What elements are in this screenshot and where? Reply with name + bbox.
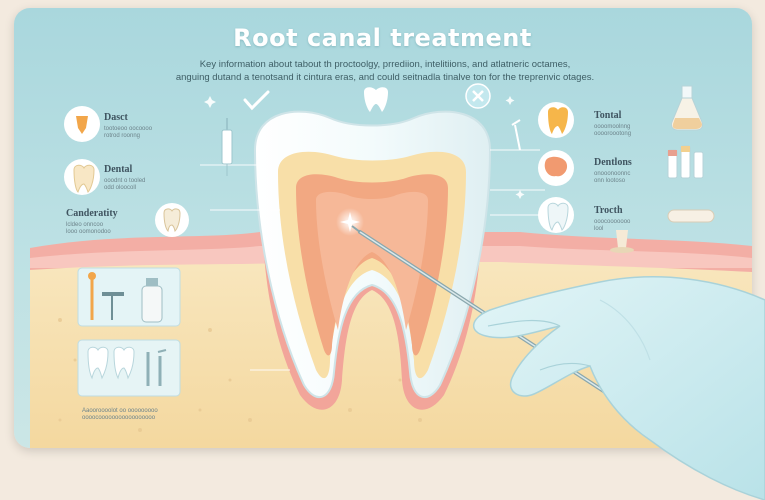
callout-label-trocth: Trocth	[594, 205, 623, 216]
callout-note-tontal: oooomoolnng ooooroootong	[594, 124, 632, 137]
small-tooth-figure	[610, 230, 634, 253]
callout-icon-dentlons	[538, 150, 574, 186]
callout-note-trocth: ooocooooooo lool	[594, 219, 631, 232]
close-icon	[465, 83, 491, 109]
tooth-row-panel	[77, 339, 181, 397]
page-title: Root canal treatment	[233, 24, 532, 52]
callout-icon-dental	[64, 159, 100, 195]
dental-probe-small-icon	[511, 119, 521, 151]
vials-icon	[667, 145, 704, 179]
callout-note-dasct: tootoeoo oocoooo rotrod roonng	[104, 126, 153, 139]
subtitle-line-2: anguing dutand a tenotsand it cintura er…	[175, 72, 595, 83]
callout-icon-dasct	[64, 106, 100, 142]
flask-icon	[671, 85, 703, 131]
check-icon	[243, 90, 270, 111]
callout-note-dental: ooodnt o tooled odd oloocoll	[104, 178, 146, 191]
cotton-roll-icon	[667, 209, 715, 223]
callout-label-canderatity: Canderatity	[66, 208, 118, 219]
callout-note-dentlons: onooonoonnc onn lootoso	[594, 171, 631, 184]
tooth-icon	[364, 87, 388, 112]
callout-label-dentlons: Dentlons	[594, 157, 632, 168]
callout-note-canderatity: lcldeo onncoo looo oomonodoo	[66, 222, 111, 235]
callout-icon-trocth	[538, 197, 574, 233]
callout-icon-canderatity	[155, 203, 189, 237]
callout-icon-tontal	[538, 102, 574, 138]
instruments-panel	[77, 267, 181, 327]
callout-label-tontal: Tontal	[594, 110, 622, 121]
gloved-hand-icon	[473, 276, 765, 500]
subtitle-line-1: Key information about tabout th proctool…	[199, 59, 571, 70]
footnote-text: Aaooroooolot oo ooooooooo oooocooooooooo…	[82, 408, 158, 421]
callout-label-dental: Dental	[104, 164, 133, 175]
syringe-icon	[221, 118, 233, 176]
callout-label-dasct: Dasct	[104, 112, 128, 123]
